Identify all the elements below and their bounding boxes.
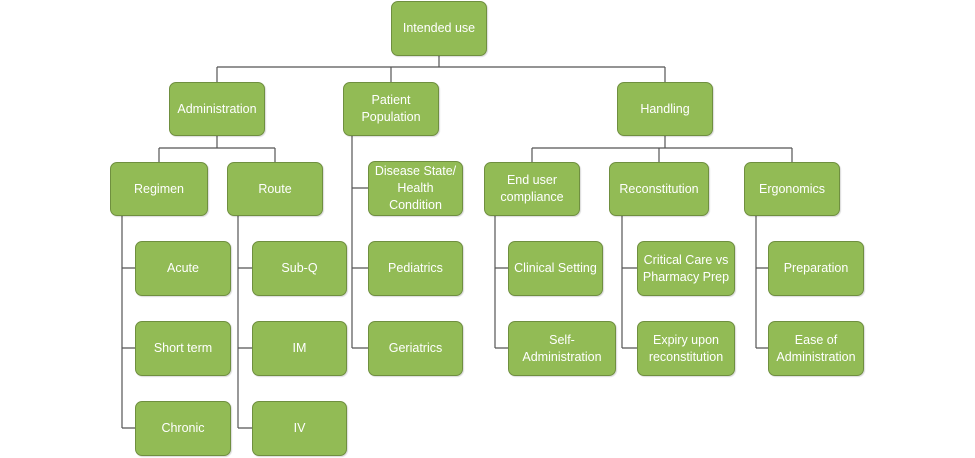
node-intended-use: Intended use — [391, 1, 487, 56]
node-clinical-setting: Clinical Setting — [508, 241, 603, 296]
node-critical-care: Critical Care vs Pharmacy Prep — [637, 241, 735, 296]
connector-patient-population — [351, 136, 368, 349]
node-im: IM — [252, 321, 347, 376]
node-preparation: Preparation — [768, 241, 864, 296]
connector-regimen — [121, 216, 135, 429]
node-patient-population: Patient Population — [343, 82, 439, 136]
node-pediatrics: Pediatrics — [368, 241, 463, 296]
node-expiry: Expiry upon reconstitution — [637, 321, 735, 376]
connector-ergonomics — [755, 216, 768, 349]
connector-reconstitution — [621, 216, 637, 349]
node-chronic: Chronic — [135, 401, 231, 456]
node-sub-q: Sub-Q — [252, 241, 347, 296]
node-regimen: Regimen — [110, 162, 208, 216]
connector-root — [216, 56, 666, 82]
node-ergonomics: Ergonomics — [744, 162, 840, 216]
node-acute: Acute — [135, 241, 231, 296]
node-iv: IV — [252, 401, 347, 456]
connector-route — [237, 216, 252, 429]
connector-administration — [158, 136, 276, 162]
node-handling: Handling — [617, 82, 713, 136]
node-ease-of-administration: Ease of Administration — [768, 321, 864, 376]
node-reconstitution: Reconstitution — [609, 162, 709, 216]
node-self-administration: Self-Administration — [508, 321, 616, 376]
node-route: Route — [227, 162, 323, 216]
connector-end-user — [494, 216, 508, 349]
node-disease-state: Disease State/ Health Condition — [368, 161, 463, 216]
connector-handling — [531, 136, 793, 162]
node-end-user-compliance: End user compliance — [484, 162, 580, 216]
node-administration: Administration — [169, 82, 265, 136]
node-short-term: Short term — [135, 321, 231, 376]
node-geriatrics: Geriatrics — [368, 321, 463, 376]
